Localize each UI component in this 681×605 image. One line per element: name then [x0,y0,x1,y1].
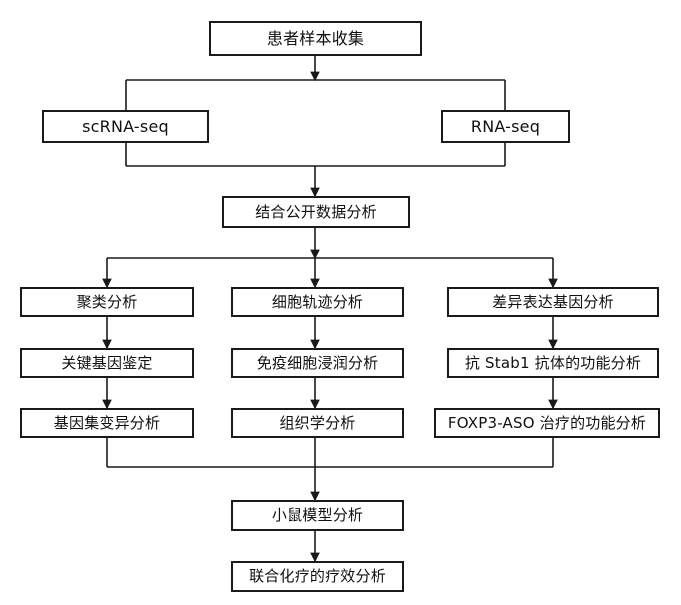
node-label: scRNA-seq [82,116,169,136]
node-gene-set-variation-analysis[interactable]: 基因集变异分析 [20,408,194,438]
node-label: 患者样本收集 [266,28,365,48]
node-patient-sample-collection[interactable]: 患者样本收集 [209,21,422,56]
node-label: 差异表达基因分析 [492,292,614,311]
node-scrna-seq[interactable]: scRNA-seq [42,110,209,143]
node-label: 免疫细胞浸润分析 [256,353,379,372]
node-key-gene-identification[interactable]: 关键基因鉴定 [20,348,194,378]
node-foxp3-aso-therapy-function-analysis[interactable]: FOXP3-ASO 治疗的功能分析 [434,408,660,438]
node-anti-stab1-antibody-function-analysis[interactable]: 抗 Stab1 抗体的功能分析 [447,348,659,378]
node-label: 聚类分析 [76,292,138,311]
node-label: 结合公开数据分析 [255,202,377,221]
node-immune-cell-infiltration-analysis[interactable]: 免疫细胞浸润分析 [231,348,404,378]
node-label: 联合化疗的疗效分析 [249,567,386,585]
node-histology-analysis[interactable]: 组织学分析 [231,408,404,438]
node-mouse-model-analysis[interactable]: 小鼠模型分析 [231,500,404,531]
node-differential-gene-expression-analysis[interactable]: 差异表达基因分析 [447,287,659,317]
node-label: 关键基因鉴定 [61,353,153,372]
node-rna-seq[interactable]: RNA-seq [441,110,570,143]
node-clustering-analysis[interactable]: 聚类分析 [20,287,194,317]
node-combination-chemotherapy-efficacy-analysis[interactable]: 联合化疗的疗效分析 [231,561,404,592]
node-label: 组织学分析 [279,413,356,432]
node-label: RNA-seq [470,116,541,136]
node-label: 小鼠模型分析 [271,506,364,524]
node-public-data-analysis[interactable]: 结合公开数据分析 [222,196,410,228]
node-label: FOXP3-ASO 治疗的功能分析 [447,413,647,432]
node-label: 细胞轨迹分析 [271,292,364,311]
node-cell-trajectory-analysis[interactable]: 细胞轨迹分析 [231,287,404,317]
node-label: 基因集变异分析 [53,413,161,432]
node-label: 抗 Stab1 抗体的功能分析 [464,353,642,372]
